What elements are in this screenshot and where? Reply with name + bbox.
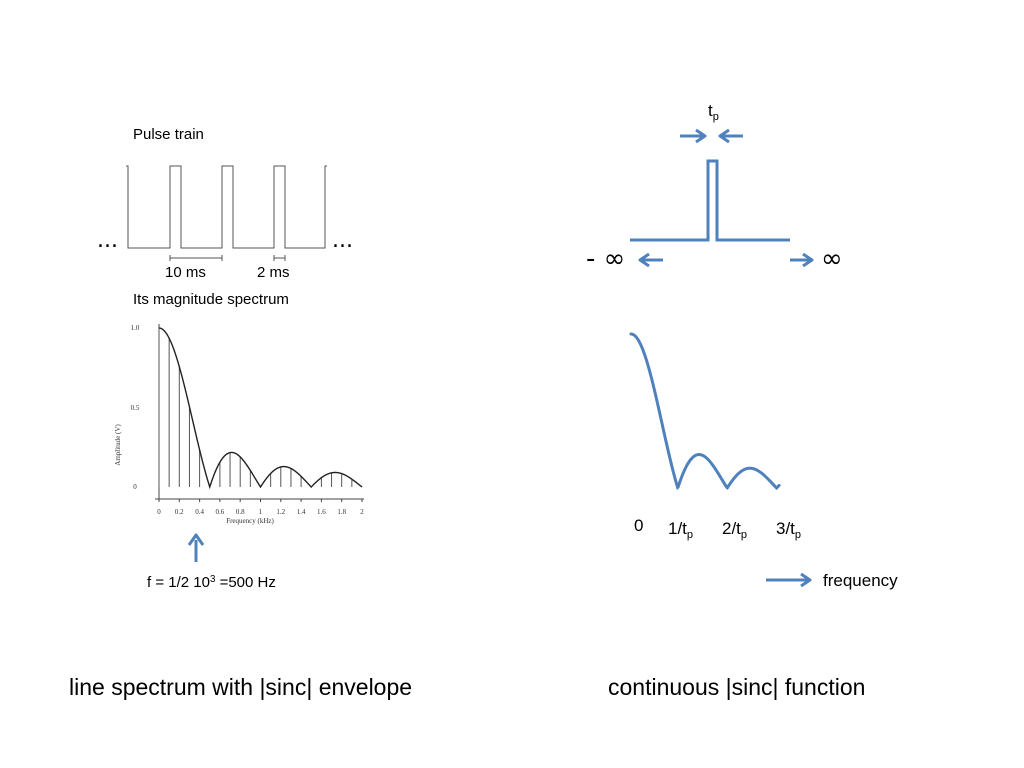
tp-arrow-left-icon — [718, 128, 743, 144]
spectrum-xlabel: Frequency (kHz) — [226, 517, 274, 525]
frequency-note-exponent: 3 — [209, 574, 216, 586]
frequency-note-suffix: =500 Hz — [215, 574, 276, 591]
xtick-label: 1 — [259, 508, 263, 516]
ellipsis-right: ... — [332, 228, 353, 253]
xtick-label: 0.8 — [236, 508, 245, 516]
xtick-label: 0.2 — [175, 508, 184, 516]
tp-label-base: t — [708, 101, 713, 120]
tp-label: tp — [708, 101, 719, 123]
ytick-0-5: 0.5 — [131, 404, 140, 412]
x-label-zero: 0 — [634, 516, 644, 535]
x-label-1-tp-base: 1/t — [668, 519, 687, 538]
left-caption: line spectrum with |sinc| envelope — [69, 674, 413, 700]
xtick-label: 1.2 — [276, 508, 285, 516]
width-label: 2 ms — [257, 264, 290, 281]
neg-infinity-arrow-icon — [638, 252, 663, 268]
neg-infinity-label: - ∞ — [586, 244, 626, 274]
spectrum-title: Its magnitude spectrum — [133, 291, 289, 308]
pos-infinity-label: ∞ — [821, 244, 843, 274]
x-label-3-tp: 3/tp — [776, 519, 801, 541]
frequency-note: f = 1/2 103 =500 Hz — [147, 574, 276, 591]
frequency-label: frequency — [823, 571, 898, 590]
sinc-envelope — [158, 327, 363, 490]
xtick-label: 1.8 — [337, 508, 346, 516]
xtick-label: 0.4 — [195, 508, 204, 516]
x-label-1-tp: 1/tp — [668, 519, 693, 541]
rect-pulse — [630, 159, 790, 242]
xtick-label: 0 — [157, 508, 161, 516]
x-label-3-tp-sub: p — [794, 528, 802, 541]
x-label-1-tp-sub: p — [686, 528, 694, 541]
spectrum-ylabel: Amplitude (V) — [114, 424, 122, 466]
right-caption: continuous |sinc| function — [608, 674, 866, 700]
xtick-label: 1.6 — [317, 508, 326, 516]
pulse-train-waveform — [126, 165, 327, 249]
ytick-0: 0 — [133, 483, 137, 491]
frequency-note-prefix: f = 1/2 10 — [147, 574, 210, 591]
tp-label-sub: p — [712, 110, 719, 123]
xtick-label: 2 — [360, 508, 364, 516]
xtick-label: 1.4 — [297, 508, 306, 516]
sinc-curve — [629, 332, 781, 491]
x-label-2-tp-sub: p — [740, 528, 748, 541]
x-label-2-tp: 2/tp — [722, 519, 747, 541]
period-label: 10 ms — [165, 264, 206, 281]
ellipsis-left: ... — [97, 228, 118, 253]
x-label-3-tp-base: 3/t — [776, 519, 795, 538]
pulse-train-title: Pulse train — [133, 126, 204, 143]
xtick-label: 0.6 — [216, 508, 225, 516]
pos-infinity-arrow-icon — [790, 252, 814, 268]
ytick-1: 1.0 — [131, 324, 140, 332]
tp-arrow-right-icon — [680, 128, 707, 144]
x-label-2-tp-base: 2/t — [722, 519, 741, 538]
